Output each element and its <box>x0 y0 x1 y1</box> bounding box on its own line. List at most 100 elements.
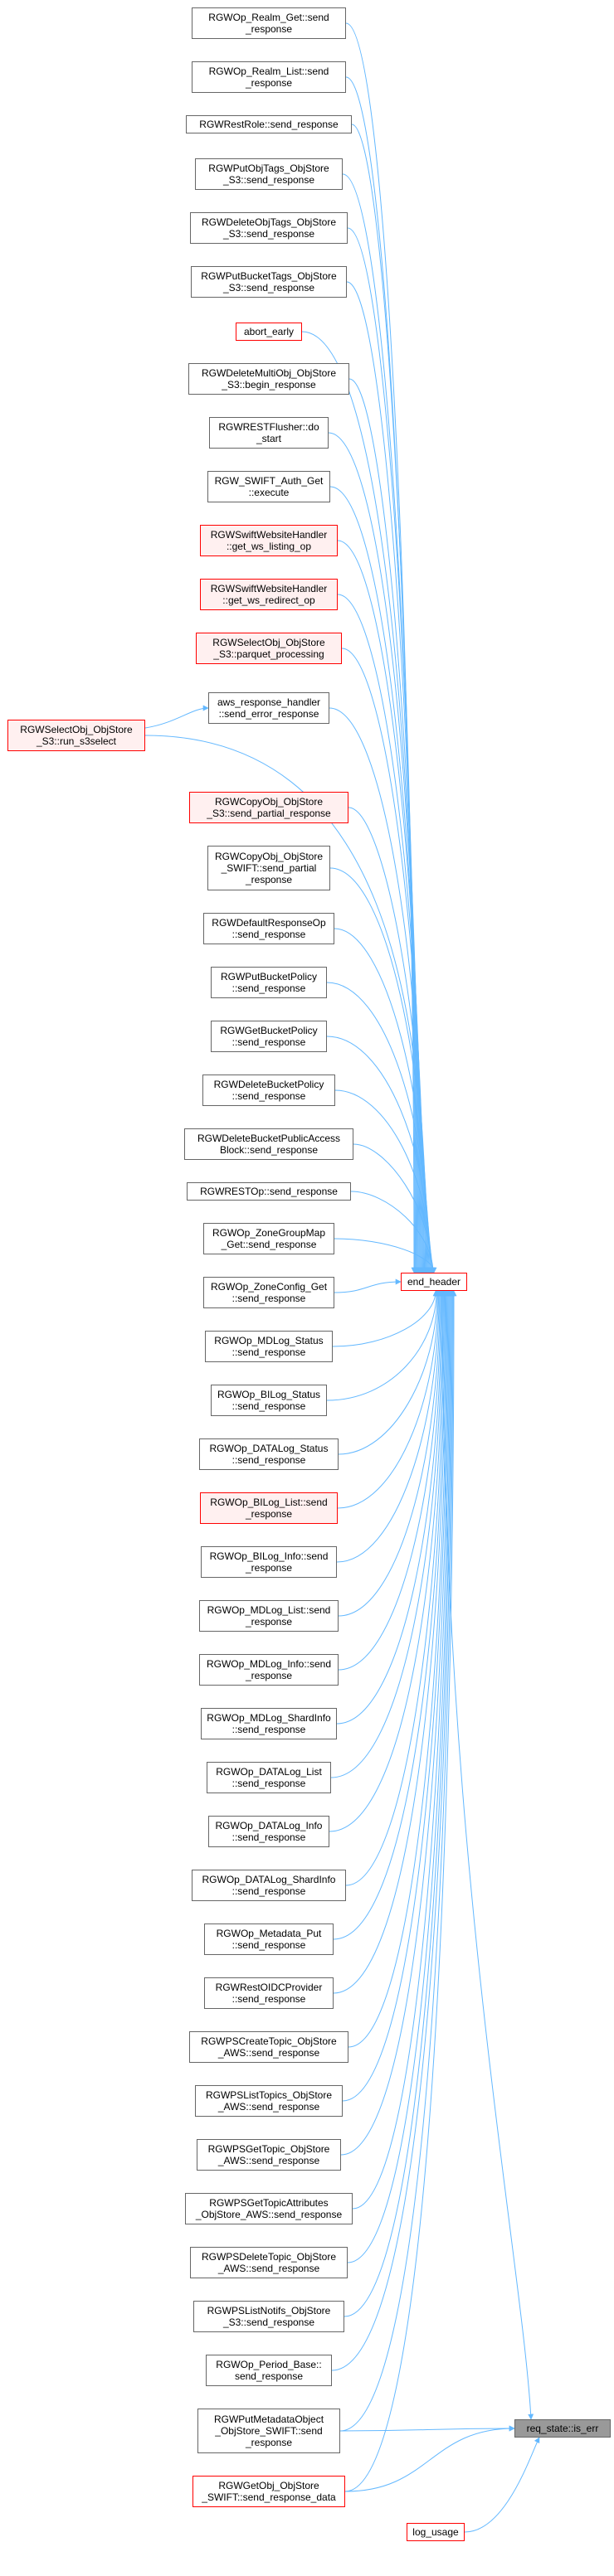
edge-period-base-to-end-header <box>331 1290 456 2371</box>
node-label: RGWRESTFlusher::do _start <box>218 421 319 444</box>
edge-deleteobjtags-to-end-header <box>347 227 421 1273</box>
node-label: RGWPutBucketTags_ObjStore _S3::send_resp… <box>201 270 337 293</box>
node-ps-deletetopic[interactable]: RGWPSDeleteTopic_ObjStore _AWS::send_res… <box>190 2247 348 2278</box>
node-period-base[interactable]: RGWOp_Period_Base:: send_response <box>206 2355 332 2386</box>
node-bilog-status[interactable]: RGWOp_BILog_Status ::send_response <box>211 1385 327 1416</box>
node-copy-partial[interactable]: RGWCopyObj_ObjStore _S3::send_partial_re… <box>189 792 348 823</box>
edge-datalog-status-to-end-header <box>338 1290 441 1455</box>
node-mdlog-status[interactable]: RGWOp_MDLog_Status ::send_response <box>205 1331 333 1362</box>
node-default-resp[interactable]: RGWDefaultResponseOp ::send_response <box>203 913 334 944</box>
node-label: RGWOp_MDLog_Status ::send_response <box>214 1335 324 1358</box>
node-aws-handler[interactable]: aws_response_handler ::send_error_respon… <box>208 692 329 724</box>
node-deletebucketpolicy[interactable]: RGWDeleteBucketPolicy ::send_response <box>202 1075 335 1106</box>
node-deleteobjtags[interactable]: RGWDeleteObjTags_ObjStore _S3::send_resp… <box>190 212 348 244</box>
edge-restop-to-end-header <box>350 1191 436 1273</box>
node-swift-redirect[interactable]: RGWSwiftWebsiteHandler ::get_ws_redirect… <box>200 579 338 610</box>
node-ps-listtopics[interactable]: RGWPSListTopics_ObjStore _AWS::send_resp… <box>195 2085 343 2117</box>
node-putobjtags[interactable]: RGWPutObjTags_ObjStore _S3::send_respons… <box>195 158 343 190</box>
node-label: RGWPSGetTopic_ObjStore _AWS::send_respon… <box>207 2143 330 2166</box>
node-label: RGWOp_ZoneGroupMap _Get::send_response <box>212 1227 326 1250</box>
node-is-err[interactable]: req_state::is_err <box>514 2419 611 2438</box>
node-label: RGWPutObjTags_ObjStore _S3::send_respons… <box>208 163 329 186</box>
node-mdlog-info[interactable]: RGWOp_MDLog_Info::send _response <box>199 1654 339 1686</box>
node-label: RGWCopyObj_ObjStore _S3::send_partial_re… <box>207 796 331 819</box>
node-label: RGWOp_MDLog_List::send _response <box>207 1604 331 1628</box>
edge-run-s3select-to-aws-handler <box>144 705 209 729</box>
node-label: RGWPutMetadataObject _ObjStore_SWIFT::se… <box>213 2413 324 2448</box>
node-swift-listing[interactable]: RGWSwiftWebsiteHandler ::get_ws_listing_… <box>200 525 338 556</box>
node-realm-list[interactable]: RGWOp_Realm_List::send _response <box>192 61 346 93</box>
node-datalog-info[interactable]: RGWOp_DATALog_Info ::send_response <box>208 1816 329 1847</box>
edge-bilog-status-to-end-header <box>326 1290 440 1401</box>
node-ps-listnotifs[interactable]: RGWPSListNotifs_ObjStore _S3::send_respo… <box>193 2301 344 2332</box>
edge-mdlog-info-to-end-header <box>338 1290 444 1671</box>
node-flusher[interactable]: RGWRESTFlusher::do _start <box>209 417 329 449</box>
node-label: RGWDeleteBucketPolicy ::send_response <box>213 1079 324 1102</box>
node-datalog-shardinfo[interactable]: RGWOp_DATALog_ShardInfo ::send_response <box>192 1870 346 1901</box>
node-getbucketpolicy[interactable]: RGWGetBucketPolicy ::send_response <box>211 1021 327 1052</box>
node-label: RGWOp_MDLog_Info::send _response <box>206 1658 332 1681</box>
node-label: RGWDefaultResponseOp ::send_response <box>212 917 326 940</box>
node-swift-auth[interactable]: RGW_SWIFT_Auth_Get ::execute <box>207 471 330 502</box>
node-deletemulti[interactable]: RGWDeleteMultiObj_ObjStore _S3::begin_re… <box>188 363 349 395</box>
node-label: RGWOp_Period_Base:: send_response <box>216 2359 322 2382</box>
node-putbucketpolicy[interactable]: RGWPutBucketPolicy ::send_response <box>211 967 327 998</box>
edge-ps-listnotifs-to-end-header <box>344 1290 455 2317</box>
node-label: RGWOp_DATALog_Info ::send_response <box>215 1820 323 1843</box>
edge-bilog-list-to-end-header <box>337 1290 441 1509</box>
node-end-header[interactable]: end_header <box>401 1273 467 1291</box>
node-bilog-info[interactable]: RGWOp_BILog_Info::send _response <box>201 1546 337 1578</box>
edge-ps-gettopicattrs-to-end-header <box>352 1290 453 2210</box>
node-label: RGWPSGetTopicAttributes _ObjStore_AWS::s… <box>195 2197 343 2220</box>
node-label: RGWOp_BILog_Info::send _response <box>209 1550 329 1574</box>
node-parquet[interactable]: RGWSelectObj_ObjStore _S3::parquet_proce… <box>196 633 342 664</box>
node-label: RGWOp_Metadata_Put ::send_response <box>216 1928 322 1951</box>
edge-datalog-list-to-end-header <box>330 1290 446 1778</box>
node-mdlog-list[interactable]: RGWOp_MDLog_List::send _response <box>199 1600 339 1632</box>
node-label: RGWPSCreateTopic_ObjStore _AWS::send_res… <box>201 2035 337 2059</box>
node-label: aws_response_handler ::send_error_respon… <box>217 696 321 720</box>
edge-mdlog-shardinfo-to-end-header <box>336 1290 445 1725</box>
node-metadata-put[interactable]: RGWOp_Metadata_Put ::send_response <box>204 1924 334 1955</box>
node-label: RGWOp_DATALog_ShardInfo ::send_response <box>202 1874 336 1897</box>
node-bilog-list[interactable]: RGWOp_BILog_List::send _response <box>200 1492 338 1524</box>
node-putmetadata[interactable]: RGWPutMetadataObject _ObjStore_SWIFT::se… <box>197 2409 340 2453</box>
node-label: RGWRestOIDCProvider ::send_response <box>215 1982 323 2005</box>
node-restrole[interactable]: RGWRestRole::send_response <box>186 115 352 133</box>
node-run-s3select[interactable]: RGWSelectObj_ObjStore _S3::run_s3select <box>7 720 145 751</box>
node-datalog-status[interactable]: RGWOp_DATALog_Status ::send_response <box>199 1438 339 1470</box>
node-getobj-swift[interactable]: RGWGetObj_ObjStore _SWIFT::send_response… <box>192 2476 345 2507</box>
node-label: req_state::is_err <box>526 2423 599 2434</box>
edge-restoidc-to-end-header <box>333 1290 450 1994</box>
node-putbuckettags[interactable]: RGWPutBucketTags_ObjStore _S3::send_resp… <box>191 266 347 298</box>
node-mdlog-shardinfo[interactable]: RGWOp_MDLog_ShardInfo ::send_response <box>201 1708 337 1739</box>
edge-zonegroupmap-to-end-header <box>334 1238 437 1273</box>
node-restoidc[interactable]: RGWRestOIDCProvider ::send_response <box>204 1977 334 2009</box>
node-label: RGWDeleteObjTags_ObjStore _S3::send_resp… <box>201 216 337 240</box>
edge-datalog-shardinfo-to-end-header <box>345 1290 448 1886</box>
edge-getbucketpolicy-to-end-header <box>326 1036 434 1273</box>
node-label: RGWGetBucketPolicy ::send_response <box>220 1025 318 1048</box>
node-ps-gettopic[interactable]: RGWPSGetTopic_ObjStore _AWS::send_respon… <box>197 2139 341 2171</box>
edge-end-header-to-is-err <box>441 1290 534 2420</box>
node-restop[interactable]: RGWRESTOp::send_response <box>187 1182 351 1201</box>
node-datalog-list[interactable]: RGWOp_DATALog_List ::send_response <box>207 1762 331 1793</box>
node-label: RGWOp_Realm_List::send _response <box>208 65 329 89</box>
node-deletepublicaccess[interactable]: RGWDeleteBucketPublicAccess Block::send_… <box>184 1128 353 1160</box>
node-ps-gettopicattrs[interactable]: RGWPSGetTopicAttributes _ObjStore_AWS::s… <box>185 2193 353 2224</box>
node-ps-createtopic[interactable]: RGWPSCreateTopic_ObjStore _AWS::send_res… <box>189 2031 348 2063</box>
node-log-usage[interactable]: log_usage <box>407 2523 465 2541</box>
node-abort-early[interactable]: abort_early <box>236 323 302 341</box>
node-copy-swift[interactable]: RGWCopyObj_ObjStore _SWIFT::send_partial… <box>207 846 330 890</box>
edge-ps-listtopics-to-end-header <box>342 1290 451 2102</box>
node-label: RGWPSDeleteTopic_ObjStore _AWS::send_res… <box>201 2251 337 2274</box>
node-label: abort_early <box>243 326 295 337</box>
node-zoneconfig[interactable]: RGWOp_ZoneConfig_Get ::send_response <box>203 1277 334 1308</box>
node-label: RGWOp_BILog_Status ::send_response <box>217 1389 321 1412</box>
node-realm-get[interactable]: RGWOp_Realm_Get::send _response <box>192 7 346 39</box>
edge-putbuckettags-to-end-header <box>346 281 422 1273</box>
node-zonegroupmap[interactable]: RGWOp_ZoneGroupMap _Get::send_response <box>203 1223 334 1254</box>
node-label: RGWOp_MDLog_ShardInfo ::send_response <box>207 1712 331 1735</box>
